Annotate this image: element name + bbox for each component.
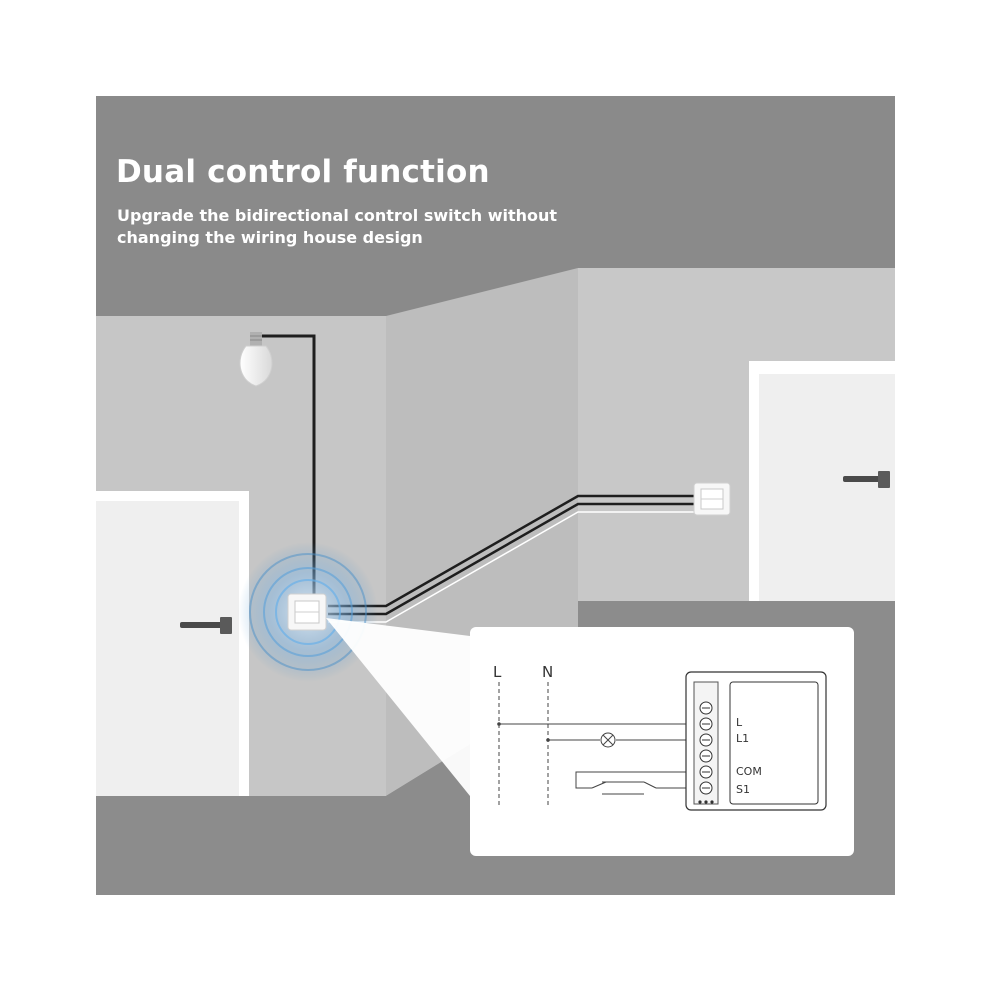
- lamp-symbol-icon: [600, 732, 616, 748]
- terminal-label-l: L: [736, 716, 743, 729]
- smart-module-icon: [685, 671, 827, 811]
- illustration-panel: L N: [96, 96, 895, 895]
- page-title: Dual control function: [116, 154, 490, 190]
- line-label-n: N: [542, 663, 553, 681]
- wiring-diagram-card: L N: [470, 627, 854, 856]
- callout-beam: [326, 618, 470, 796]
- terminal-label-com: COM: [736, 765, 762, 778]
- terminal-label-s1: S1: [736, 783, 750, 796]
- right-door: [749, 361, 895, 601]
- wire-bulb-to-switch: [256, 334, 316, 594]
- wall-switch-icon: [693, 482, 731, 516]
- terminal-label-l1: L1: [736, 732, 749, 745]
- floor-left: [96, 796, 386, 895]
- wall-switch-icon: [287, 593, 327, 631]
- page-subtitle: Upgrade the bidirectional control switch…: [117, 206, 558, 247]
- door-handle-icon: [843, 471, 890, 488]
- left-door: [96, 491, 249, 796]
- door-handle-icon: [180, 617, 232, 634]
- room-scene: L N: [96, 96, 895, 895]
- line-label-l: L: [493, 663, 502, 681]
- light-bulb-icon: [239, 332, 273, 387]
